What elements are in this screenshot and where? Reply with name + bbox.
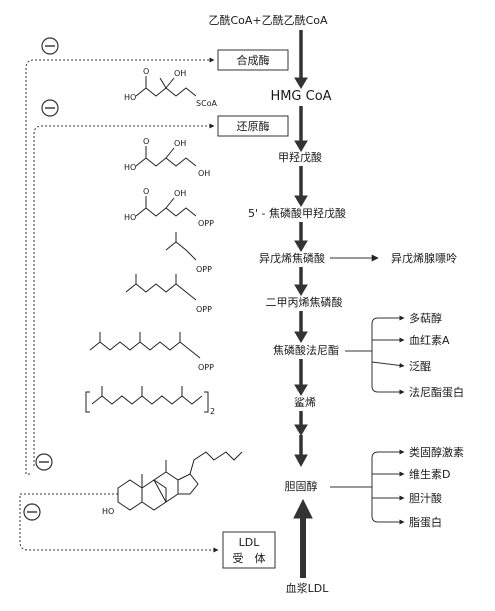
structure-mevalonate-pp bbox=[135, 196, 197, 217]
mevalonate-pp-skeleton bbox=[135, 207, 197, 217]
feedback-lines bbox=[19, 57, 219, 553]
chol-product-bile-acid: 胆汁酸 bbox=[409, 491, 442, 505]
mevalonate-label: 甲羟戊酸 bbox=[278, 150, 322, 164]
ldl-uptake-arrow-head bbox=[293, 498, 313, 519]
chol-ring-a bbox=[117, 479, 143, 511]
structure-dmapp bbox=[125, 274, 197, 301]
main-pathway-arrows bbox=[293, 30, 313, 578]
mevalonate-pp-ho-label: HO bbox=[124, 213, 136, 222]
synthase-label: 合成酶 bbox=[237, 53, 270, 67]
structure-fpp bbox=[89, 332, 201, 359]
mevalonate-o-label: O bbox=[143, 137, 149, 146]
arrow-head-cholesterol-2 bbox=[294, 454, 308, 468]
feedback-to-synthase bbox=[25, 57, 215, 475]
mevalonate-oh-label: OH bbox=[174, 139, 186, 148]
structure-hmg-coa bbox=[135, 76, 197, 97]
chol-product-steroid-hormone: 类固醇激素 bbox=[409, 445, 464, 459]
fpp-product-heme-a: 血红素A bbox=[409, 333, 450, 347]
ipp-opp-label: OPP bbox=[196, 265, 212, 274]
structure-cholesterol bbox=[117, 451, 243, 511]
chol-product-lipoprotein: 脂蛋白 bbox=[409, 515, 442, 529]
cholesterol-branch bbox=[330, 449, 405, 525]
ldl-receptor-label-line1: LDL bbox=[239, 536, 261, 549]
fpp-branch-4 bbox=[371, 362, 405, 395]
hmg-coa-scoa-label: SCoA bbox=[196, 99, 218, 108]
fpp-branch bbox=[345, 315, 405, 395]
arrow-head-mevalonate bbox=[294, 140, 308, 152]
squalene-bracket-left bbox=[85, 391, 90, 413]
reductase-label: 还原酶 bbox=[237, 120, 270, 133]
inhibition-symbols bbox=[23, 37, 59, 521]
mevalonate-oh-bond bbox=[165, 147, 175, 159]
fpp-product-dolichol: 多萜醇 bbox=[409, 311, 442, 325]
feedback-to-reductase bbox=[33, 123, 215, 466]
fpp-product-ubiquinone: 泛醌 bbox=[409, 360, 431, 373]
isopentenyl-adenine-label: 异戊烯腺嘌呤 bbox=[391, 251, 457, 265]
chol-side-chain bbox=[189, 451, 243, 475]
dmapp-skeleton bbox=[125, 283, 197, 301]
cholesterol-label: 胆固醇 bbox=[285, 479, 318, 493]
arrow-head-dmapp bbox=[294, 284, 308, 296]
structure-mevalonate bbox=[135, 146, 197, 167]
ipp-label: 异戊烯焦磷酸 bbox=[259, 251, 325, 265]
chol-branch-1 bbox=[371, 449, 405, 487]
squalene-skeleton bbox=[91, 395, 203, 405]
fpp-label: 焦磷酸法尼酯 bbox=[273, 343, 339, 357]
mevalonate-ho-label: HO bbox=[124, 163, 136, 172]
arrow-head-mevalonate-pp bbox=[294, 195, 308, 207]
reductase-box bbox=[217, 115, 289, 137]
hmg-coa-ho-label: HO bbox=[124, 93, 136, 102]
squalene-bracket-right bbox=[204, 391, 209, 413]
synthase-box bbox=[217, 49, 289, 71]
arrow-head-ipp bbox=[294, 240, 308, 252]
chol-branch-4 bbox=[371, 498, 405, 525]
hmg-coa-oh-bond bbox=[165, 77, 175, 89]
mevalonate-pp-oh-label: OH bbox=[174, 189, 186, 198]
mevalonate-pp-o-label: O bbox=[143, 187, 149, 196]
chol-product-vitamin-d: 维生素D bbox=[409, 467, 450, 481]
acetyl-coa-label: 乙酰CoA+乙酰乙酰CoA bbox=[208, 13, 328, 27]
hmg-coa-o-label: O bbox=[143, 67, 149, 76]
mevalonate-oh2-label: OH bbox=[198, 169, 210, 178]
hmg-coa-methyl bbox=[159, 77, 167, 89]
hmg-coa-oh-label: OH bbox=[174, 69, 186, 78]
chol-ring-d bbox=[177, 473, 199, 495]
arrow-head-hmg-coa bbox=[294, 77, 308, 89]
arrow-head-squalene bbox=[294, 384, 308, 396]
dmapp-opp-label: OPP bbox=[196, 305, 212, 314]
ipp-skeleton bbox=[165, 241, 197, 261]
ldl-receptor-label-line2: 受 体 bbox=[233, 551, 266, 565]
squalene-label: 鲨烯 bbox=[294, 396, 316, 409]
fpp-branch-1 bbox=[371, 315, 405, 351]
mevalonate-pp-opp-label: OPP bbox=[198, 219, 214, 228]
ldl-receptor-box bbox=[222, 531, 276, 569]
arrow-head-cholesterol-1 bbox=[294, 424, 308, 436]
fpp-branch-3 bbox=[371, 351, 405, 368]
mevalonate-pp-label: 5' - 焦磷酸甲羟戊酸 bbox=[248, 206, 346, 220]
fpp-product-farnesyl-protein: 法尼酯蛋白 bbox=[409, 385, 464, 399]
hmg-coa-label: HMG CoA bbox=[270, 89, 331, 104]
mevalonate-skeleton bbox=[135, 157, 197, 167]
chol-branch-3 bbox=[371, 487, 405, 501]
structure-squalene bbox=[85, 386, 209, 413]
arrow-head-fpp bbox=[294, 331, 308, 343]
plasma-ldl-label: 血浆LDL bbox=[286, 581, 330, 595]
fpp-skeleton bbox=[89, 341, 201, 359]
structure-ipp bbox=[165, 232, 197, 261]
hmg-coa-skeleton bbox=[135, 87, 197, 97]
fpp-opp-label: OPP bbox=[198, 363, 214, 372]
mevalonate-pp-oh-bond bbox=[165, 197, 175, 209]
squalene-subscript: 2 bbox=[210, 407, 215, 416]
dmapp-label: 二甲丙烯焦磷酸 bbox=[266, 295, 343, 309]
cholesterol-ho-label: HO bbox=[102, 507, 114, 516]
